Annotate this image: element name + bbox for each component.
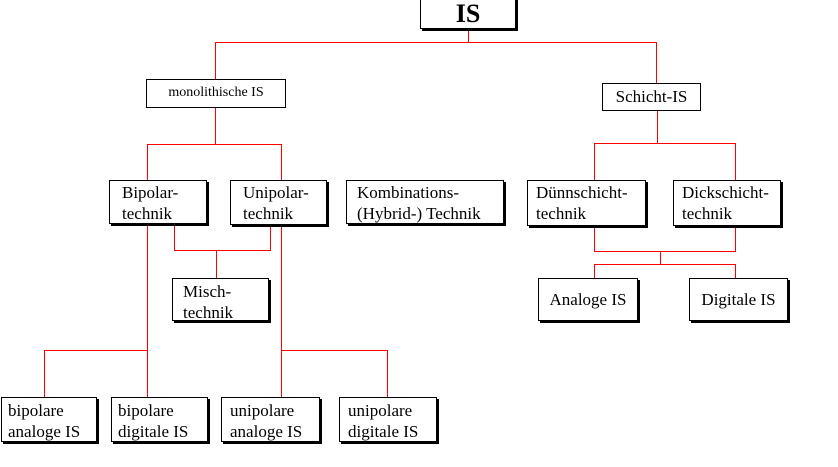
node-misch-technik: Misch- technik: [172, 278, 269, 322]
edge-analoge-digitale-branches: [594, 264, 736, 278]
node-schicht-is: Schicht-IS: [602, 83, 701, 111]
node-bipolare-analoge-is: bipolare analoge IS: [1, 397, 97, 442]
node-unipolare-digitale-is: unipolare digitale IS: [339, 397, 437, 442]
edge-schicht-branches: [594, 143, 736, 180]
node-bipolare-digitale-is: bipolare digitale IS: [111, 397, 208, 442]
edge-duenn-dick-join: [594, 226, 736, 252]
node-kombinations-technik: Kombinations- (Hybrid-) Technik: [346, 180, 504, 224]
node-unipolare-analoge-is: unipolare analoge IS: [221, 397, 320, 442]
node-duennschicht-technik: Dünnschicht- technik: [527, 180, 646, 226]
edge-monolithic-branches: [147, 144, 282, 180]
edge-bipolar-to-misch: [174, 224, 271, 251]
node-dickschicht-technik: Dickschicht- technik: [673, 180, 781, 226]
edge-unipolar-branches: [281, 350, 388, 397]
node-digitale-is: Digitale IS: [689, 278, 788, 321]
edge-bipolar-branches: [44, 350, 148, 397]
edge-root-branches: [215, 42, 657, 83]
node-is-root: IS: [420, 0, 516, 29]
node-monolithic-is: monolithische IS: [146, 79, 286, 108]
node-unipolar-technik: Unipolar- technik: [230, 180, 327, 225]
node-bipolar-technik: Bipolar- technik: [109, 180, 207, 224]
node-analoge-is: Analoge IS: [538, 278, 638, 321]
